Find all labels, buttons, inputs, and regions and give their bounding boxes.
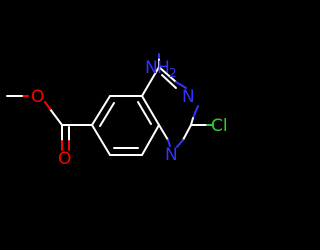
chlorine-label: Cl xyxy=(211,116,228,136)
bond-c2-n1-b xyxy=(176,139,184,148)
bond-c2-n1-a xyxy=(182,124,192,141)
atom-labels: N H 2 N N Cl O O xyxy=(31,58,228,169)
bond-c8a-n1-b xyxy=(167,139,171,147)
bond-c8a-c4a-double xyxy=(137,101,152,125)
bond-c4-n3-b xyxy=(175,81,187,89)
bond-n3-c2-a xyxy=(192,105,199,119)
amino-subscript: 2 xyxy=(169,66,177,80)
bond-c4-n3-double xyxy=(161,74,177,89)
amino-h-label: H xyxy=(157,58,170,78)
carbonyl-oxygen-label: O xyxy=(58,149,71,169)
molecule-canvas: N H 2 N N Cl O O xyxy=(6,53,228,169)
structure-diagram: N H 2 N N Cl O O xyxy=(6,53,228,169)
ring-n3-label: N xyxy=(182,87,195,107)
ring-n1-label: N xyxy=(165,145,178,165)
ether-oxygen-label: O xyxy=(31,87,44,107)
bond-c5-c6 xyxy=(91,95,111,126)
bond-c8a-n1-a xyxy=(158,124,169,141)
bond-c4a-c4 xyxy=(141,66,160,97)
bond-c6-c7 xyxy=(91,124,111,156)
bond-c-o-ether-a xyxy=(49,108,63,126)
bond-n3-c2-b xyxy=(190,117,194,126)
bond-c5-c6-double xyxy=(99,102,115,127)
amino-n-label: N xyxy=(145,58,158,78)
bond-c-o-ether-b xyxy=(44,101,51,110)
bond-c8a-c4a xyxy=(141,95,160,126)
bond-c8-c8a xyxy=(141,124,160,156)
bond-c4-n3-a xyxy=(158,66,177,83)
bonds xyxy=(6,53,214,156)
